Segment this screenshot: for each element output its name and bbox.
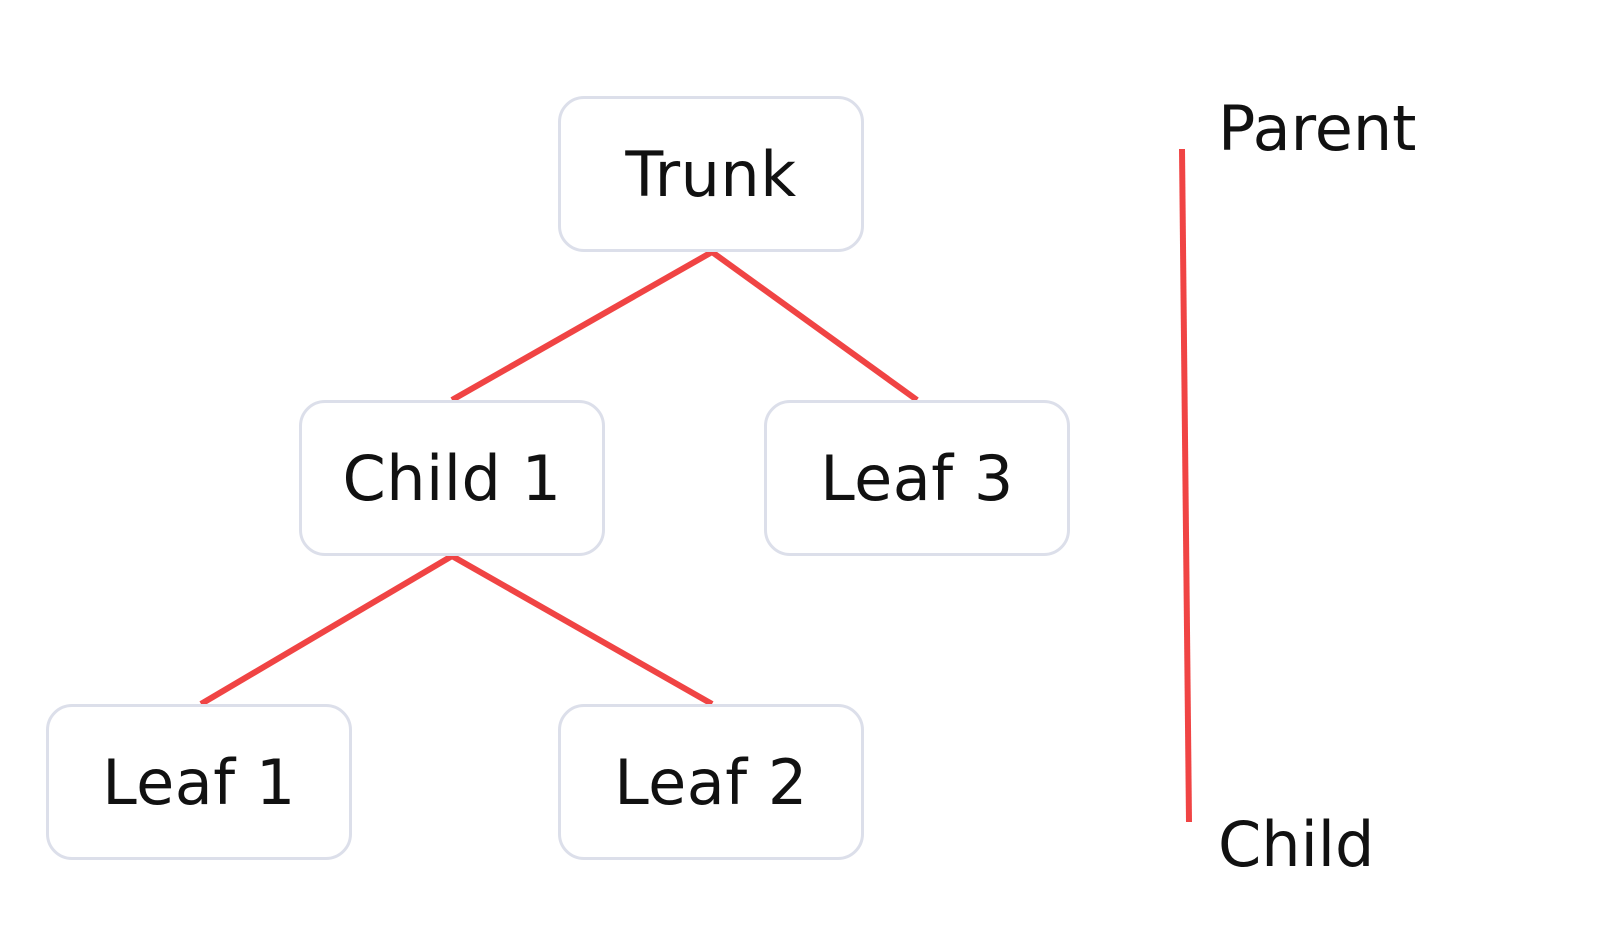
node-label: Child 1 — [342, 441, 562, 515]
node-trunk: Trunk — [558, 96, 864, 252]
child-scale-label: Child — [1218, 808, 1375, 881]
edge-trunk-child1 — [450, 249, 714, 403]
edge-child1-leaf2 — [450, 553, 714, 707]
parent-scale-label: Parent — [1218, 92, 1417, 165]
parent-child-scale-line — [1179, 148, 1192, 823]
node-label: Leaf 1 — [102, 745, 296, 819]
node-label: Trunk — [625, 137, 797, 211]
node-leaf-2: Leaf 2 — [558, 704, 864, 860]
node-leaf-1: Leaf 1 — [46, 704, 352, 860]
edge-child1-leaf1 — [199, 553, 454, 707]
node-label: Leaf 2 — [614, 745, 808, 819]
node-leaf-3: Leaf 3 — [764, 400, 1070, 556]
node-child-1: Child 1 — [299, 400, 605, 556]
edge-trunk-leaf3 — [710, 249, 919, 403]
node-label: Leaf 3 — [820, 441, 1014, 515]
